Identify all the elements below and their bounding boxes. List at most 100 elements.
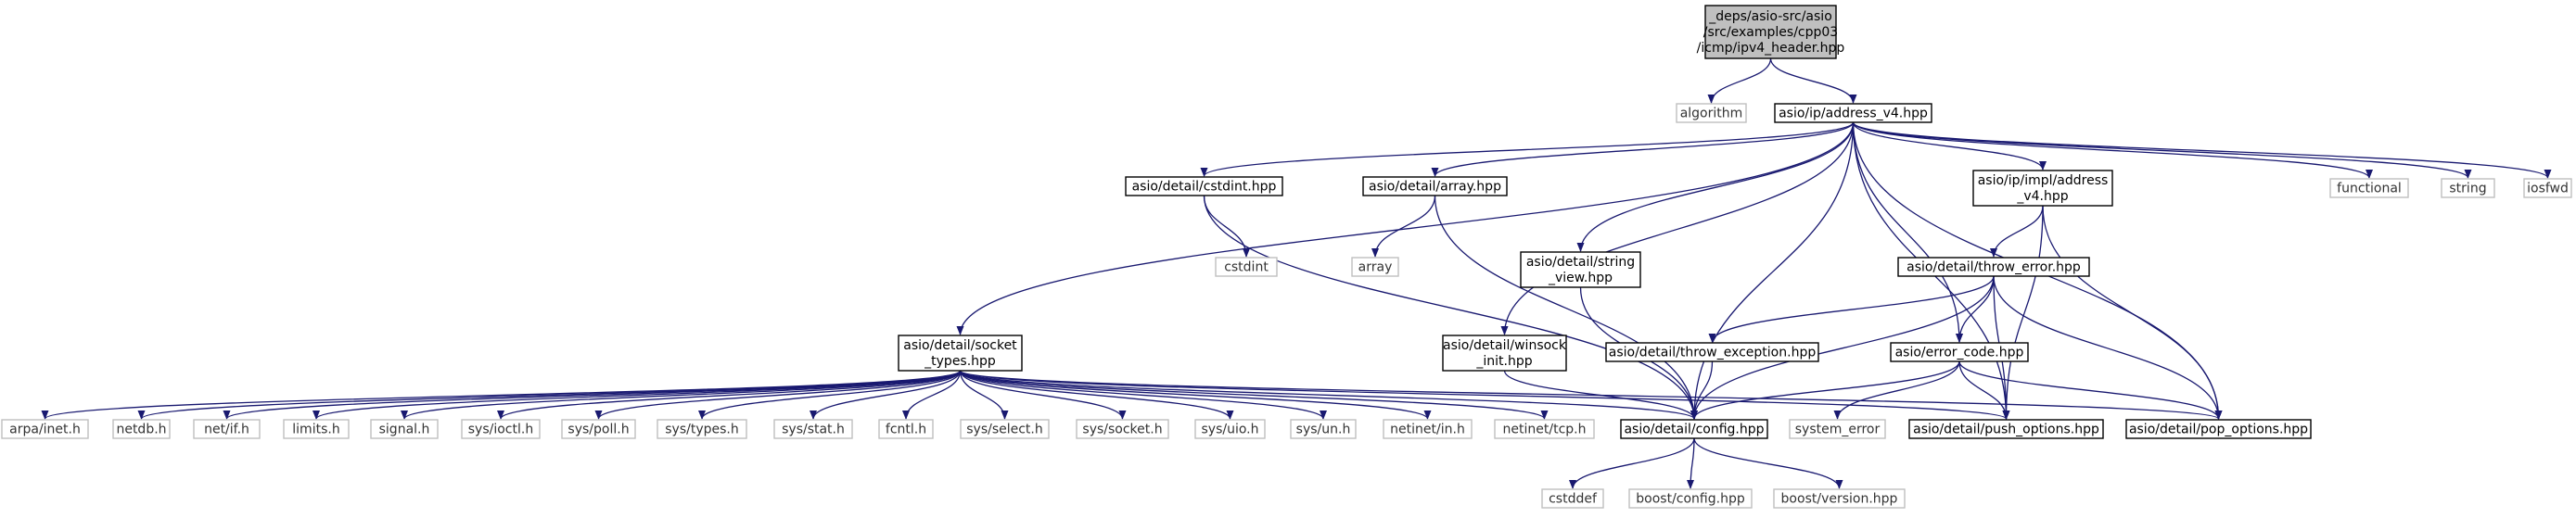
node-cstddef-label: cstddef [1549, 492, 1598, 507]
edge-array-hpp-to-config [1434, 195, 1698, 420]
edge-root-to-algorithm [1707, 57, 1772, 104]
node-string-view-box [1520, 251, 1641, 288]
node-algorithm-box [1676, 103, 1747, 123]
node-cstddef: cstddef [1541, 488, 1604, 509]
edge-throw-error-to-config [1690, 275, 1995, 420]
node-sys-stat: sys/stat.h [773, 419, 853, 439]
node-boost-config-label: boost/config.hpp [1636, 492, 1745, 507]
edge-throw-error-to-error-code [1956, 275, 1995, 343]
edge-address-v4-to-socket-types [956, 121, 1855, 335]
node-cstdint: cstdint [1215, 257, 1278, 277]
node-net-if: net/if.h [193, 419, 261, 439]
edge-config-to-cstddef [1569, 437, 1695, 489]
node-socket-types-label: asio/detail/socket [903, 338, 1017, 353]
edge-throw-error-to-throw-exception [1708, 275, 1995, 343]
node-fcntl: fcntl.h [878, 419, 934, 439]
node-push-options-label: asio/detail/push_options.hpp [1913, 423, 2099, 437]
node-limits-h-box [283, 419, 350, 439]
node-address-v4[interactable]: asio/ip/address_v4.hpp [1774, 103, 1932, 123]
edge-address-v4-to-cstdint-hpp [1200, 121, 1855, 177]
node-arpa-inet-label: arpa/inet.h [9, 423, 81, 437]
node-sys-types: sys/types.h [657, 419, 747, 439]
node-algorithm: algorithm [1676, 103, 1747, 123]
node-string-view[interactable]: asio/detail/string_view.hpp [1520, 251, 1641, 288]
node-impl-address-v4-label: _v4.hpp [2016, 189, 2068, 204]
node-root-box [1704, 5, 1837, 59]
node-array-box [1351, 257, 1399, 277]
edge-socket-types-to-sys-select [959, 370, 1009, 420]
edge-address-v4-to-impl-address-v4 [1852, 121, 2047, 171]
node-throw-error[interactable]: asio/detail/throw_error.hpp [1897, 257, 2090, 277]
node-sys-poll-box [561, 419, 636, 439]
node-pop-options-box [2125, 419, 2312, 439]
node-socket-types[interactable]: asio/detail/socket_types.hpp [898, 335, 1023, 372]
node-functional: functional [2329, 178, 2409, 198]
node-throw-exception-box [1605, 342, 1819, 362]
node-net-if-box [193, 419, 261, 439]
node-sys-types-label: sys/types.h [665, 423, 738, 437]
node-string-view-label: _view.hpp [1548, 271, 1613, 285]
edge-throw-error-to-pop-options [1993, 275, 2223, 420]
node-limits-h: limits.h [283, 419, 350, 439]
node-pop-options-label: asio/detail/pop_options.hpp [2129, 423, 2308, 437]
node-netdb-box [112, 419, 171, 439]
node-root-label: /src/examples/cpp03 [1703, 25, 1838, 40]
node-pop-options[interactable]: asio/detail/pop_options.hpp [2125, 419, 2312, 439]
node-sys-stat-label: sys/stat.h [782, 423, 845, 437]
node-netinet-in: netinet/in.h [1383, 419, 1473, 439]
node-throw-error-label: asio/detail/throw_error.hpp [1906, 260, 2081, 275]
node-config-label: asio/detail/config.hpp [1624, 423, 1764, 437]
node-array-hpp-box [1362, 176, 1508, 196]
node-netinet-tcp-box [1494, 419, 1595, 439]
node-sys-ioctl-box [461, 419, 541, 439]
node-array-label: array [1358, 260, 1393, 275]
edge-impl-address-v4-to-pop-options [2042, 205, 2223, 420]
node-sys-un: sys/un.h [1290, 419, 1357, 439]
node-impl-address-v4[interactable]: asio/ip/impl/address_v4.hpp [1972, 170, 2113, 207]
node-cstdint-box [1215, 257, 1278, 277]
edge-address-v4-to-array-hpp [1431, 121, 1855, 177]
edge-config-to-boost-version [1693, 437, 1843, 489]
node-sys-poll: sys/poll.h [561, 419, 636, 439]
node-cstdint-hpp-box [1125, 176, 1283, 196]
node-sys-poll-label: sys/poll.h [567, 423, 629, 437]
node-impl-address-v4-box [1972, 170, 2113, 207]
edge-socket-types-to-sys-stat [810, 370, 962, 420]
edge-socket-types-to-limits-h [312, 370, 962, 420]
node-boost-version-label: boost/version.hpp [1781, 492, 1898, 507]
node-throw-exception[interactable]: asio/detail/throw_exception.hpp [1605, 342, 1819, 362]
edge-cstdint-hpp-to-cstdint [1203, 195, 1250, 258]
edge-address-v4-to-functional [1852, 121, 2373, 179]
edge-socket-types-to-signal-h [401, 370, 962, 420]
node-sys-ioctl-label: sys/ioctl.h [468, 423, 533, 437]
node-sys-socket: sys/socket.h [1076, 419, 1169, 439]
node-array-hpp[interactable]: asio/detail/array.hpp [1362, 176, 1508, 196]
node-config[interactable]: asio/detail/config.hpp [1620, 419, 1768, 439]
node-sys-uio: sys/uio.h [1194, 419, 1266, 439]
node-socket-types-label: _types.hpp [924, 354, 996, 369]
node-sys-types-box [657, 419, 747, 439]
node-winsock-init[interactable]: asio/detail/winsock_init.hpp [1442, 335, 1567, 372]
edge-socket-types-to-net-if [223, 370, 962, 420]
edge-address-v4-to-error-code [1852, 121, 1963, 343]
node-error-code[interactable]: asio/error_code.hpp [1890, 342, 2029, 362]
edge-socket-types-to-sys-un [959, 370, 1327, 420]
node-throw-error-box [1897, 257, 2090, 277]
edge-cstdint-hpp-to-config [1203, 195, 1698, 420]
node-boost-config-box [1628, 488, 1753, 509]
node-address-v4-box [1774, 103, 1932, 123]
node-cstdint-hpp[interactable]: asio/detail/cstdint.hpp [1125, 176, 1283, 196]
node-push-options[interactable]: asio/detail/push_options.hpp [1908, 419, 2104, 439]
edge-impl-address-v4-to-throw-error [1990, 205, 2044, 258]
edge-socket-types-to-sys-types [698, 370, 962, 420]
node-sys-uio-label: sys/uio.h [1202, 423, 1259, 437]
node-cstdint-label: cstdint [1224, 260, 1269, 275]
node-system-error-label: system_error [1795, 423, 1881, 437]
node-fcntl-box [878, 419, 934, 439]
node-string-label: string [2449, 182, 2486, 196]
node-functional-box [2329, 178, 2409, 198]
edge-socket-types-to-arpa-inet [41, 370, 962, 420]
edge-socket-types-to-pop-options [959, 370, 2223, 420]
node-sys-un-label: sys/un.h [1296, 423, 1351, 437]
node-net-if-label: net/if.h [204, 423, 249, 437]
